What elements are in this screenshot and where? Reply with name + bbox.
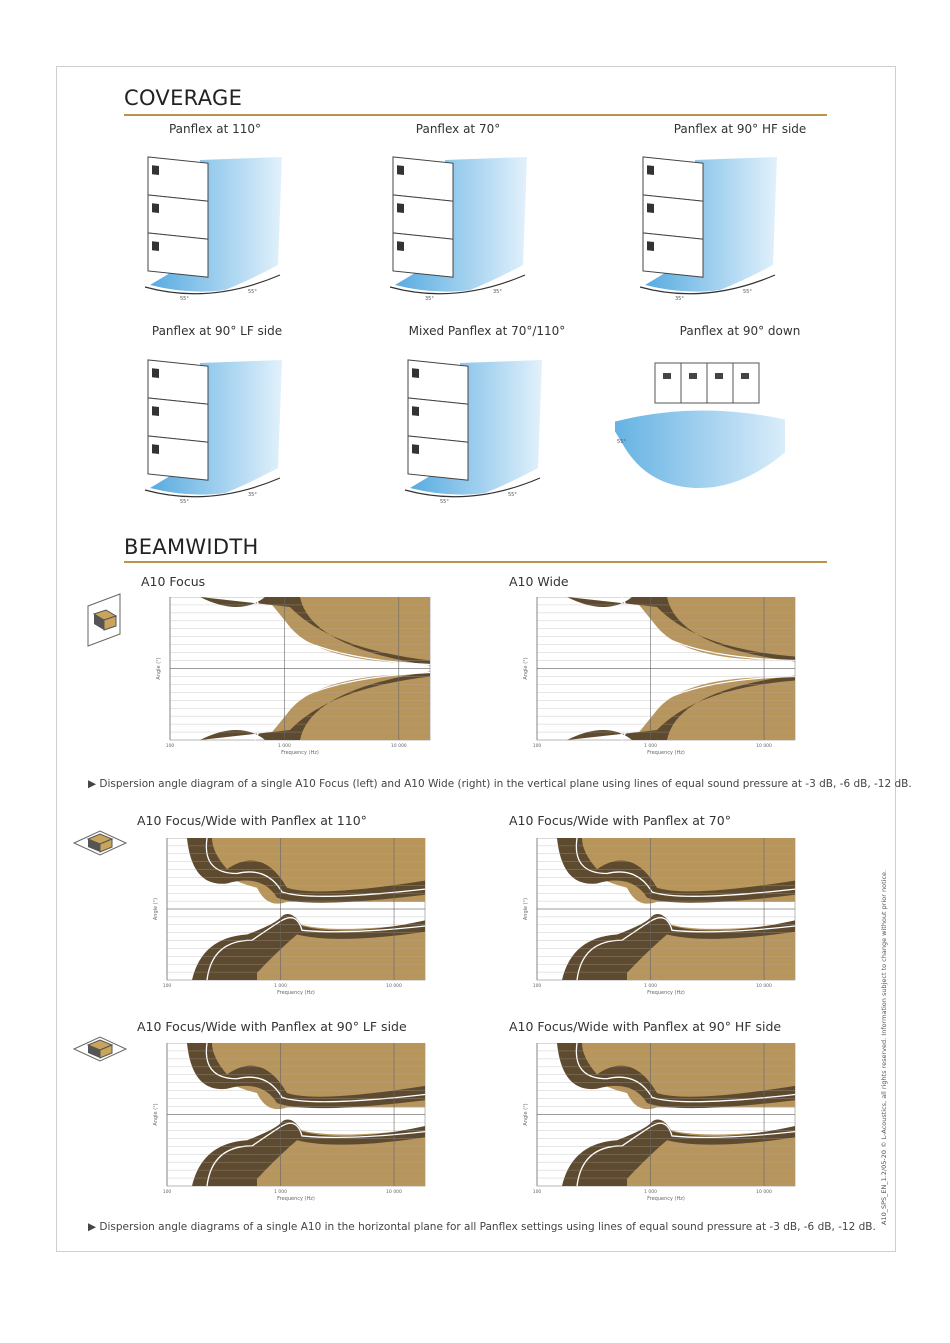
x-tick-label: 10 000 xyxy=(386,983,402,989)
chart-title: A10 Focus/Wide with Panflex at 90° LF si… xyxy=(137,1019,407,1034)
angle-label: 55° xyxy=(180,296,189,302)
x-axis-label: Frequency (Hz) xyxy=(281,750,319,756)
x-tick-label: 100 xyxy=(533,983,542,989)
coverage-illustration: 55° 35° xyxy=(144,359,282,505)
angle-label: 55° xyxy=(743,289,752,295)
y-axis-label: Angle (°) xyxy=(523,1103,529,1125)
coverage-illustration: 55° 55° xyxy=(144,156,282,302)
angle-label: 55° xyxy=(440,499,449,505)
x-axis-label: Frequency (Hz) xyxy=(647,750,685,756)
coverage-caption: Panflex at 90° down xyxy=(679,324,801,338)
x-tick-label: 1 000 xyxy=(644,1189,657,1195)
y-axis-label: Angle (°) xyxy=(523,898,529,920)
vertical-note: ▶ Dispersion angle diagram of a single A… xyxy=(88,778,912,790)
x-tick-label: 10 000 xyxy=(756,743,772,749)
y-axis-label: Angle (°) xyxy=(156,657,162,679)
footer-legal: A10_SPS_EN_1.2/05-20 © L-Acoustics, all … xyxy=(880,869,888,1225)
angle-label: 55° xyxy=(248,289,257,295)
coverage-illustration: 35° 35° xyxy=(389,156,527,302)
x-tick-label: 1 000 xyxy=(274,983,287,989)
chart-title: A10 Focus/Wide with Panflex at 110° xyxy=(137,813,367,828)
coverage-caption: Panflex at 90° LF side xyxy=(151,324,283,338)
coverage-illustration: 55° 55° xyxy=(404,359,542,505)
coverage-caption: Panflex at 70° xyxy=(415,122,501,136)
coverage-illustration: 55° xyxy=(615,362,785,488)
coverage-heading: COVERAGE xyxy=(124,86,243,110)
chart-title: A10 Focus/Wide with Panflex at 70° xyxy=(509,813,731,828)
beamwidth-heading: BEAMWIDTH xyxy=(124,535,259,559)
horizontal-plane-icon xyxy=(72,830,128,856)
angle-label: 35° xyxy=(248,492,257,498)
coverage-rule xyxy=(124,114,827,116)
x-tick-label: 10 000 xyxy=(756,1189,772,1195)
horizontal-plane-icon xyxy=(72,1036,128,1062)
chart-title: A10 Wide xyxy=(509,574,569,589)
x-tick-label: 1 000 xyxy=(278,743,291,749)
angle-label: 55° xyxy=(617,439,626,445)
x-tick-label: 10 000 xyxy=(391,743,407,749)
y-axis-label: Angle (°) xyxy=(153,898,159,920)
x-tick-label: 100 xyxy=(533,743,542,749)
coverage-caption: Panflex at 90° HF side xyxy=(673,122,807,136)
x-tick-label: 100 xyxy=(163,1189,172,1195)
angle-label: 55° xyxy=(180,499,189,505)
page-frame xyxy=(56,66,896,1252)
angle-label: 55° xyxy=(508,492,517,498)
horizontal-note: ▶ Dispersion angle diagrams of a single … xyxy=(88,1221,876,1233)
x-tick-label: 100 xyxy=(163,983,172,989)
angle-label: 35° xyxy=(675,296,684,302)
coverage-caption: Panflex at 110° xyxy=(168,122,262,136)
x-tick-label: 100 xyxy=(533,1189,542,1195)
angle-label: 35° xyxy=(425,296,434,302)
x-tick-label: 100 xyxy=(166,743,175,749)
x-axis-label: Frequency (Hz) xyxy=(647,1196,685,1202)
coverage-illustration: 35° 55° xyxy=(639,156,777,302)
x-axis-label: Frequency (Hz) xyxy=(277,990,315,996)
x-tick-label: 1 000 xyxy=(644,983,657,989)
x-tick-label: 10 000 xyxy=(756,983,772,989)
x-tick-label: 1 000 xyxy=(644,743,657,749)
chart-title: A10 Focus/Wide with Panflex at 90° HF si… xyxy=(509,1019,782,1034)
x-axis-label: Frequency (Hz) xyxy=(277,1196,315,1202)
y-axis-label: Angle (°) xyxy=(523,657,529,679)
beamwidth-rule xyxy=(124,561,827,563)
x-tick-label: 1 000 xyxy=(274,1189,287,1195)
coverage-caption: Mixed Panflex at 70°/110° xyxy=(408,324,566,338)
angle-label: 35° xyxy=(493,289,502,295)
x-axis-label: Frequency (Hz) xyxy=(647,990,685,996)
chart-title: A10 Focus xyxy=(141,574,206,589)
vertical-plane-icon xyxy=(87,593,121,647)
x-tick-label: 10 000 xyxy=(386,1189,402,1195)
y-axis-label: Angle (°) xyxy=(153,1103,159,1125)
